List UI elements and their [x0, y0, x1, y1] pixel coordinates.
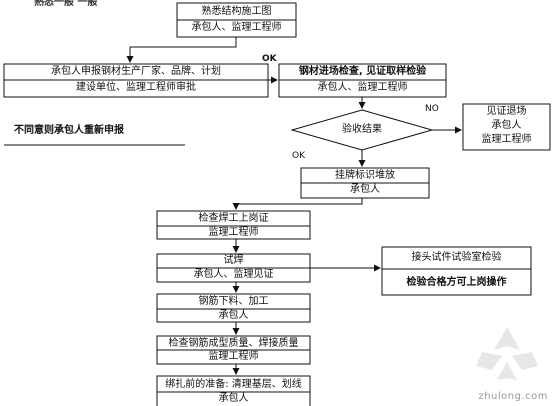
prep-role: 承包人	[218, 393, 249, 404]
trial-weld-title: 试焊	[223, 255, 244, 266]
inspect-material-title: 钢材进场检查, 见证取样检验	[298, 66, 427, 77]
edge-label-ok-bottom: OK	[292, 151, 305, 161]
edge-label-ok-top: OK	[262, 54, 277, 64]
reapply-note: 不同意则承包人重新申报	[14, 125, 124, 136]
watermark-text: zhulong.com	[478, 391, 548, 402]
tag-stack-title: 挂牌标识堆放	[335, 170, 395, 181]
box-cutting	[156, 293, 311, 323]
tag-stack-role: 承包人	[350, 184, 380, 195]
apply-material-title: 承包人申报钢材生产厂家、品牌、计划	[51, 66, 221, 77]
cutting-title: 钢筋下料、加工	[198, 296, 269, 307]
welder-cert-title: 检查焊工上岗证	[198, 213, 269, 224]
reject-role-1: 承包人	[491, 120, 522, 131]
acceptance-label: 验收结果	[342, 124, 382, 135]
quality-check-title: 检查钢筋成型质量、焊接质量	[168, 338, 299, 349]
box-lab-test	[381, 246, 532, 296]
box-welder-cert	[156, 210, 311, 240]
quality-check-role: 监理工程师	[208, 351, 259, 362]
familiarize-roles: 承包人、监理工程师	[191, 22, 282, 33]
reject-role-2: 监理工程师	[481, 134, 532, 145]
edge-label-no: NO	[425, 104, 439, 114]
box-reject	[462, 103, 551, 151]
prep-title: 绑扎前的准备: 清理基层、划线	[165, 379, 302, 390]
welder-cert-role: 监理工程师	[208, 227, 259, 238]
watermark-logo	[476, 327, 538, 380]
trial-weld-roles: 承包人、监理见证	[193, 269, 274, 280]
inspect-material-roles: 承包人、监理工程师	[317, 82, 408, 93]
lab-test-title: 接头试件试验室检验	[411, 252, 502, 263]
apply-material-roles: 建设单位、监理工程师审批	[76, 82, 196, 93]
familiarize-title: 熟悉结构施工图	[201, 6, 272, 17]
lab-test-note: 检验合格方可上岗操作	[406, 277, 507, 288]
reject-title: 见证退场	[486, 106, 527, 117]
cutting-role: 承包人	[218, 310, 249, 321]
cutoff-title: 熟悉一般 一般	[34, 0, 98, 8]
